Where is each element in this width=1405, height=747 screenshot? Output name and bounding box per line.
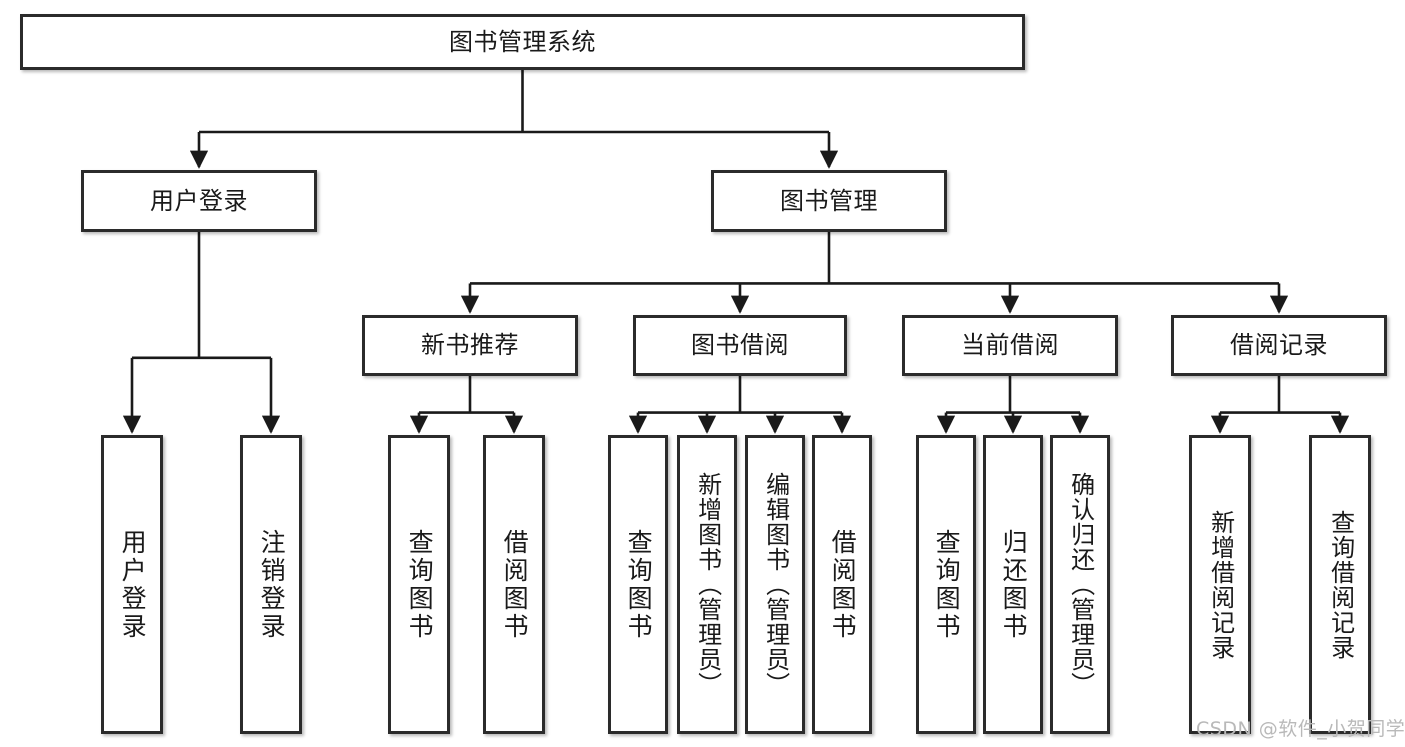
node-label: 新增图书（管理员） xyxy=(693,472,722,697)
node-label: 当前借阅 xyxy=(961,331,1059,360)
node-label: 注销登录 xyxy=(257,528,287,641)
node-label: 归还图书 xyxy=(999,528,1029,641)
node-bookmgmt[interactable]: 图书管理 xyxy=(711,170,947,232)
node-label: 新书推荐 xyxy=(421,331,519,360)
node-l2[interactable]: 注销登录 xyxy=(240,435,302,734)
node-l6[interactable]: 新增图书（管理员） xyxy=(677,435,737,734)
node-l1[interactable]: 用户登录 xyxy=(101,435,163,734)
node-label: 图书管理系统 xyxy=(449,27,596,56)
node-l5[interactable]: 查询图书 xyxy=(608,435,668,734)
node-label: 查询图书 xyxy=(405,528,435,641)
node-l11[interactable]: 确认归还（管理员） xyxy=(1050,435,1110,734)
node-label: 编辑图书（管理员） xyxy=(761,472,790,697)
node-label: 确认归还（管理员） xyxy=(1066,472,1095,697)
node-borrow[interactable]: 图书借阅 xyxy=(633,315,847,376)
node-label: 查询图书 xyxy=(624,528,654,641)
node-label: 用户登录 xyxy=(118,528,148,641)
node-l13[interactable]: 查询借阅记录 xyxy=(1309,435,1371,734)
watermark-text: CSDN @软件_小贺同学 xyxy=(1196,718,1405,740)
node-label: 借阅记录 xyxy=(1230,331,1328,360)
node-l8[interactable]: 借阅图书 xyxy=(812,435,872,734)
node-label: 借阅图书 xyxy=(828,528,858,641)
node-l10[interactable]: 归还图书 xyxy=(983,435,1043,734)
node-login[interactable]: 用户登录 xyxy=(81,170,317,232)
node-label: 图书借阅 xyxy=(691,331,789,360)
node-label: 图书管理 xyxy=(780,186,878,215)
node-records[interactable]: 借阅记录 xyxy=(1171,315,1387,376)
node-l12[interactable]: 新增借阅记录 xyxy=(1189,435,1251,734)
node-label: 新增借阅记录 xyxy=(1206,509,1235,660)
node-label: 借阅图书 xyxy=(500,528,530,641)
node-label: 查询借阅记录 xyxy=(1326,509,1355,660)
node-l3[interactable]: 查询图书 xyxy=(388,435,450,734)
node-newbook[interactable]: 新书推荐 xyxy=(362,315,578,376)
node-l4[interactable]: 借阅图书 xyxy=(483,435,545,734)
node-current[interactable]: 当前借阅 xyxy=(902,315,1118,376)
node-root[interactable]: 图书管理系统 xyxy=(20,14,1025,70)
node-label: 用户登录 xyxy=(150,186,248,215)
node-l7[interactable]: 编辑图书（管理员） xyxy=(745,435,805,734)
node-l9[interactable]: 查询图书 xyxy=(916,435,976,734)
node-label: 查询图书 xyxy=(932,528,962,641)
